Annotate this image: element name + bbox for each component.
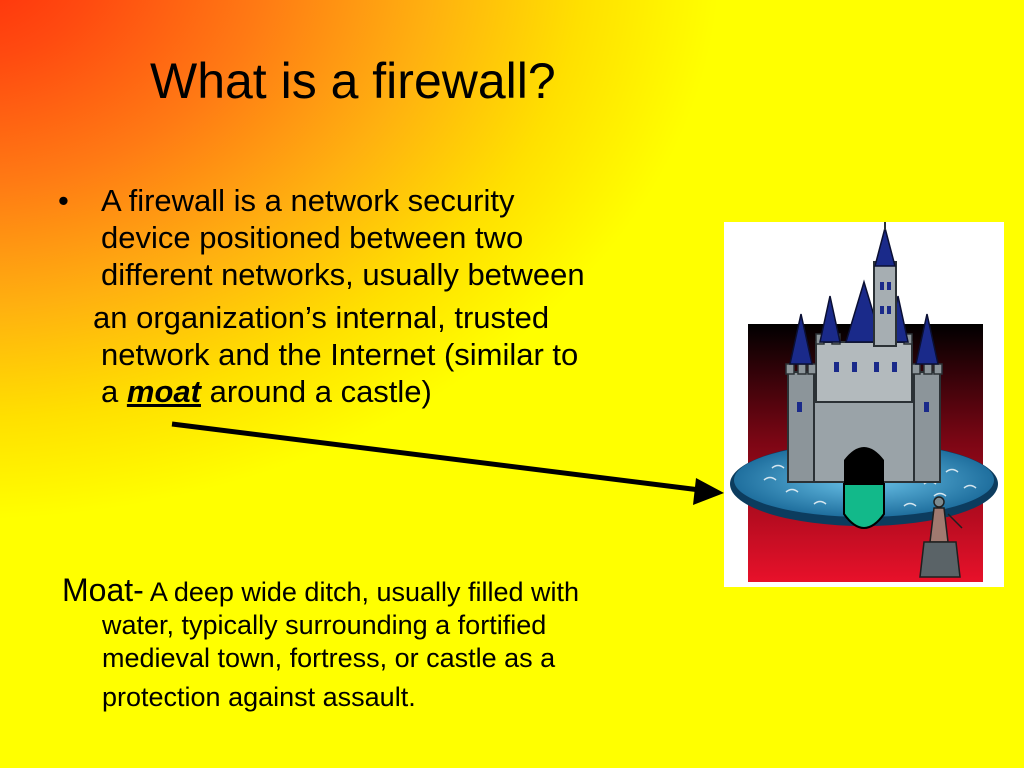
bullet-marker: • bbox=[58, 183, 69, 218]
bullet-point: • A firewall is a network security devic… bbox=[58, 182, 738, 410]
arrow-head bbox=[693, 478, 724, 505]
moat-definition: Moat- A deep wide ditch, usually filled … bbox=[62, 574, 742, 714]
definition-text-1: A deep wide ditch, usually filled with bbox=[149, 577, 580, 607]
bullet-line-6: a moat around a castle) bbox=[58, 373, 738, 410]
definition-line-1: Moat- A deep wide ditch, usually filled … bbox=[62, 574, 742, 609]
moat-emphasis: moat bbox=[126, 374, 201, 409]
bullet-line-1: A firewall is a network security bbox=[101, 183, 515, 218]
bullet-line-6-prefix: a bbox=[101, 374, 119, 409]
bullet-line-6-suffix: around a castle) bbox=[209, 374, 432, 409]
bullet-line-2: device positioned between two bbox=[101, 220, 524, 255]
bullet-line-5: network and the Internet (similar to bbox=[101, 337, 579, 372]
slide-title: What is a firewall? bbox=[150, 53, 556, 109]
bullet-line-3: different networks, usually between bbox=[101, 257, 585, 292]
bullet-line-4: an organization’s internal, trusted bbox=[93, 300, 550, 335]
definition-line-2: water, typically surrounding a fortified bbox=[102, 610, 547, 640]
definition-line-3: medieval town, fortress, or castle as a bbox=[102, 643, 556, 673]
arrow-shaft bbox=[171, 421, 701, 493]
definition-term: Moat- bbox=[62, 572, 144, 608]
castle-with-moat-icon bbox=[724, 222, 1004, 587]
definition-line-4: protection against assault. bbox=[102, 682, 416, 712]
